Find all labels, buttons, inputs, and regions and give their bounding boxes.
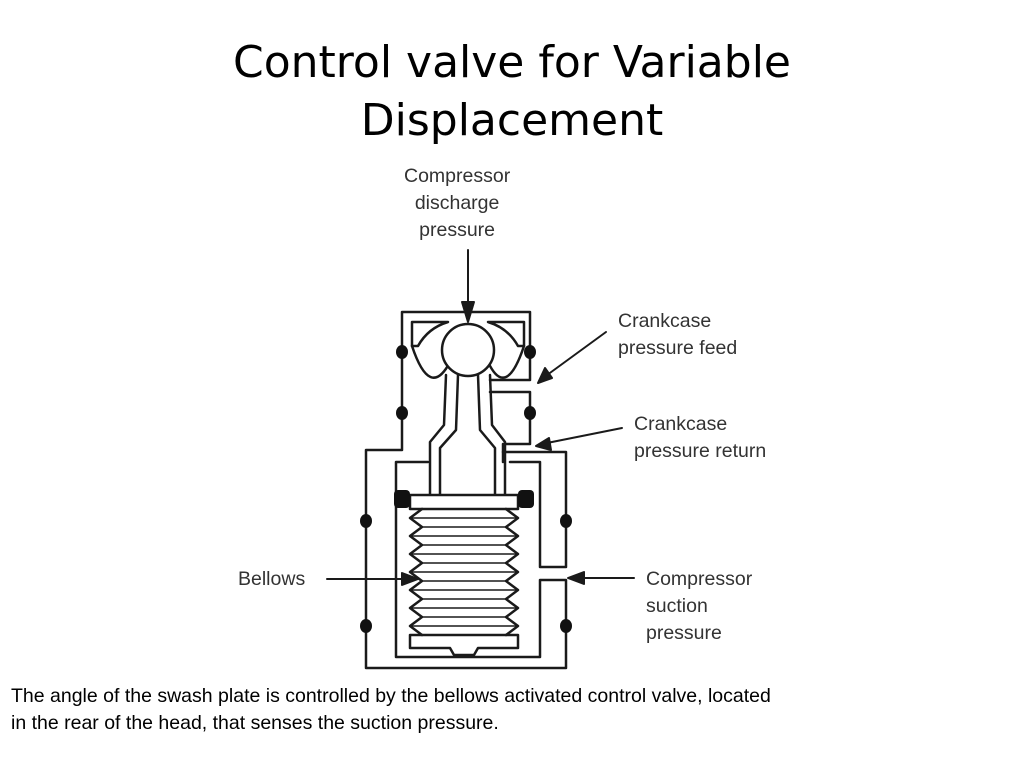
o-ring-seal bbox=[560, 619, 572, 633]
housing-crankcase-return-path bbox=[488, 390, 532, 464]
stem-left-side bbox=[438, 373, 460, 497]
crankcase-feed-arrow-head bbox=[537, 367, 553, 384]
label-line: pressure bbox=[419, 219, 496, 241]
valve-stem bbox=[428, 373, 507, 497]
crankcase-return-arrow-line bbox=[541, 427, 623, 445]
o-ring-seal bbox=[560, 514, 572, 528]
label-compressor-suction-pressure: Compressor suction pressure bbox=[646, 566, 752, 647]
label-line: pressure return bbox=[634, 440, 767, 462]
o-ring-seal bbox=[360, 514, 372, 528]
stem-channel-left bbox=[428, 373, 448, 497]
o-ring-seals bbox=[360, 345, 572, 633]
o-ring-seal bbox=[396, 345, 408, 359]
slide-title-line-1: Control valve for Variable bbox=[233, 37, 791, 88]
slide-caption: The angle of the swash plate is controll… bbox=[11, 683, 1016, 737]
slide-title-line-2: Displacement bbox=[360, 95, 664, 146]
slide-title: Control valve for Variable Displacement bbox=[112, 34, 912, 150]
bellows-top-plate bbox=[408, 493, 520, 511]
crankcase-return-arrow-head bbox=[535, 437, 552, 451]
valve-ball bbox=[440, 322, 496, 378]
bellows-base bbox=[408, 633, 520, 657]
o-ring-seal bbox=[396, 406, 408, 420]
label-line: suction bbox=[646, 595, 708, 617]
bellows-assembly bbox=[408, 493, 520, 657]
valve-cup-left bbox=[410, 320, 450, 348]
o-ring-seal bbox=[518, 490, 534, 508]
bellows-arrow-head bbox=[401, 572, 419, 586]
o-ring-seal bbox=[394, 490, 410, 508]
leader-arrows bbox=[326, 249, 635, 586]
o-ring-seal bbox=[360, 619, 372, 633]
label-line: Compressor bbox=[646, 568, 753, 590]
bellows-folds bbox=[409, 517, 519, 627]
label-line: pressure bbox=[646, 622, 722, 644]
label-line: pressure feed bbox=[618, 337, 738, 359]
housing-right-lower bbox=[501, 450, 568, 569]
valve-seat bbox=[410, 344, 526, 379]
label-line: Crankcase bbox=[634, 413, 728, 435]
label-compressor-discharge-pressure: Compressor discharge pressure bbox=[404, 163, 510, 244]
o-ring-seal bbox=[524, 406, 536, 420]
label-line: Crankcase bbox=[618, 310, 712, 332]
label-line: Compressor bbox=[404, 165, 511, 187]
ball-valve bbox=[410, 320, 526, 379]
discharge-arrow-head bbox=[461, 301, 475, 323]
label-line: Bellows bbox=[238, 568, 306, 590]
o-ring-seal bbox=[524, 345, 536, 359]
valve-cup-right bbox=[486, 320, 526, 348]
caption-line-2: in the rear of the head, that senses the… bbox=[11, 712, 499, 734]
label-crankcase-pressure-return: Crankcase pressure return bbox=[634, 411, 766, 465]
stem-channel-right bbox=[488, 373, 507, 497]
crankcase-feed-arrow-line bbox=[542, 331, 607, 379]
stem-right-side bbox=[476, 373, 497, 497]
label-bellows: Bellows bbox=[238, 566, 305, 593]
suction-arrow-head bbox=[567, 571, 585, 585]
label-line: discharge bbox=[414, 192, 500, 214]
label-crankcase-pressure-feed: Crankcase pressure feed bbox=[618, 308, 737, 362]
caption-line-1: The angle of the swash plate is controll… bbox=[11, 685, 771, 707]
